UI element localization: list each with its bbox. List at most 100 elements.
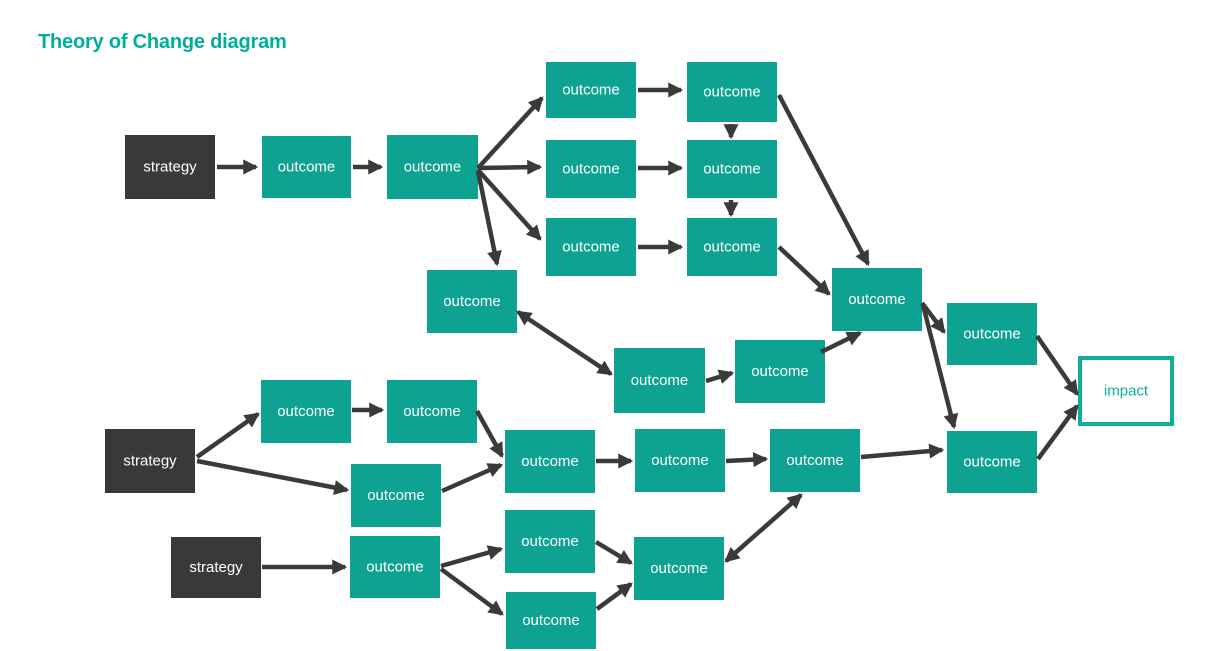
node-outcome-g[interactable]: outcome <box>546 218 636 276</box>
strategy-box[interactable] <box>105 429 195 493</box>
arrow-outcome-u-to-outcome-x <box>439 567 504 616</box>
outcome-label: outcome <box>562 82 620 99</box>
outcome-label: outcome <box>963 454 1021 471</box>
node-outcome-p[interactable]: outcome <box>351 464 441 527</box>
node-outcome-v[interactable]: outcome <box>505 510 595 573</box>
outcome-box[interactable] <box>687 140 777 198</box>
arrow-outcome-j-to-outcome-k <box>705 369 735 384</box>
node-outcome-j[interactable]: outcome <box>614 348 705 413</box>
node-outcome-r[interactable]: outcome <box>635 429 725 492</box>
arrow-outcome-t-to-impact <box>1036 404 1079 461</box>
strategy-label: strategy <box>189 559 243 576</box>
node-outcome-u[interactable]: outcome <box>350 536 440 598</box>
outcome-label: outcome <box>521 453 579 470</box>
outcome-label: outcome <box>562 161 620 178</box>
outcome-label: outcome <box>703 161 761 178</box>
node-outcome-q[interactable]: outcome <box>505 430 595 493</box>
node-outcome-h[interactable]: outcome <box>687 218 777 276</box>
outcome-box[interactable] <box>735 340 825 403</box>
arrow-outcome-u-to-outcome-v <box>440 545 504 569</box>
outcome-label: outcome <box>522 612 580 629</box>
outcome-label: outcome <box>703 84 761 101</box>
arrow-strategy-2-to-outcome-n <box>195 412 260 459</box>
outcome-box[interactable] <box>687 218 777 276</box>
outcome-box[interactable] <box>546 62 636 118</box>
arrow-outcome-d-to-outcome-l <box>777 93 870 266</box>
node-outcome-s[interactable]: outcome <box>770 429 860 492</box>
outcome-label: outcome <box>786 452 844 469</box>
node-outcome-o[interactable]: outcome <box>387 380 477 443</box>
outcome-label: outcome <box>521 533 579 550</box>
arrow-outcome-v-to-outcome-w <box>594 540 633 565</box>
outcome-label: outcome <box>278 159 336 176</box>
outcome-box[interactable] <box>687 62 777 122</box>
node-outcome-m[interactable]: outcome <box>947 303 1037 365</box>
outcome-box[interactable] <box>387 135 478 199</box>
outcome-box[interactable] <box>770 429 860 492</box>
outcome-box[interactable] <box>635 429 725 492</box>
impact-box[interactable] <box>1078 356 1174 426</box>
node-outcome-b[interactable]: outcome <box>387 135 478 199</box>
outcome-box[interactable] <box>505 510 595 573</box>
outcome-box[interactable] <box>506 592 596 649</box>
outcome-box[interactable] <box>947 431 1037 493</box>
outcome-box[interactable] <box>546 218 636 276</box>
node-strategy-2[interactable]: strategy <box>105 429 195 493</box>
outcome-label: outcome <box>650 560 708 577</box>
node-strategy-1[interactable]: strategy <box>125 135 215 199</box>
strategy-label: strategy <box>143 159 197 176</box>
node-strategy-3[interactable]: strategy <box>171 537 261 598</box>
arrow-outcome-r-to-outcome-s <box>725 452 769 468</box>
arrow-outcome-p-to-outcome-q <box>441 462 504 494</box>
node-outcome-i[interactable]: outcome <box>427 270 517 333</box>
outcome-box[interactable] <box>351 464 441 527</box>
outcome-label: outcome <box>443 293 501 310</box>
outcome-label: outcome <box>403 403 461 420</box>
outcome-box[interactable] <box>832 268 922 331</box>
node-outcome-a[interactable]: outcome <box>262 136 351 198</box>
outcome-label: outcome <box>848 291 906 308</box>
outcome-box[interactable] <box>427 270 517 333</box>
node-outcome-x[interactable]: outcome <box>506 592 596 649</box>
node-impact[interactable]: impact <box>1078 356 1174 426</box>
arrow-outcome-b-to-outcome-c <box>476 96 544 170</box>
impact-label: impact <box>1104 383 1149 400</box>
outcome-box[interactable] <box>505 430 595 493</box>
arrow-outcome-m-to-impact <box>1035 334 1079 396</box>
node-outcome-l[interactable]: outcome <box>832 268 922 331</box>
page-title: Theory of Change diagram <box>38 31 287 53</box>
node-outcome-d[interactable]: outcome <box>687 62 777 122</box>
node-outcome-c[interactable]: outcome <box>546 62 636 118</box>
outcome-label: outcome <box>367 487 425 504</box>
outcome-box[interactable] <box>634 537 724 600</box>
arrow-outcome-o-to-outcome-q <box>475 409 504 458</box>
outcome-box[interactable] <box>387 380 477 443</box>
outcome-label: outcome <box>277 403 335 420</box>
outcome-label: outcome <box>366 559 424 576</box>
node-outcome-e[interactable]: outcome <box>546 140 636 198</box>
outcome-label: outcome <box>404 159 462 176</box>
node-outcome-n[interactable]: outcome <box>261 380 351 443</box>
outcome-box[interactable] <box>947 303 1037 365</box>
nodes-group: strategy outcome outcome outcome outcome outc… <box>105 62 1174 649</box>
outcome-box[interactable] <box>614 348 705 413</box>
strategy-box[interactable] <box>125 135 215 199</box>
outcome-box[interactable] <box>262 136 351 198</box>
node-outcome-w[interactable]: outcome <box>634 537 724 600</box>
outcome-label: outcome <box>751 363 809 380</box>
arrow-outcome-l-to-outcome-t <box>920 304 959 430</box>
node-outcome-f[interactable]: outcome <box>687 140 777 198</box>
outcome-label: outcome <box>963 326 1021 343</box>
outcome-label: outcome <box>631 372 689 389</box>
outcome-box[interactable] <box>350 536 440 598</box>
strategy-box[interactable] <box>171 537 261 598</box>
outcome-label: outcome <box>703 239 761 256</box>
arrow-outcome-i-to-outcome-j <box>516 310 613 376</box>
outcome-box[interactable] <box>261 380 351 443</box>
node-outcome-k[interactable]: outcome <box>735 340 825 403</box>
arrow-outcome-x-to-outcome-w <box>595 582 633 611</box>
outcome-box[interactable] <box>546 140 636 198</box>
node-outcome-t[interactable]: outcome <box>947 431 1037 493</box>
arrow-outcome-k-to-outcome-l <box>820 330 863 355</box>
